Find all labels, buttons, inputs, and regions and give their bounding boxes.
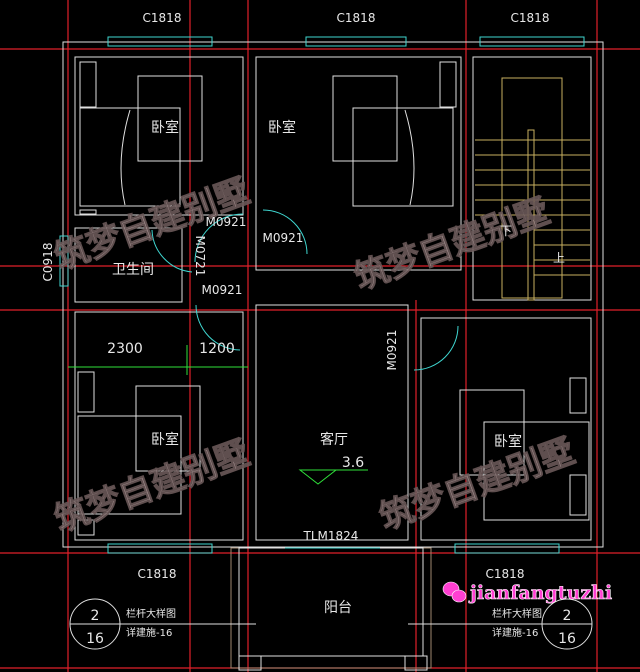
window-label: C1818 — [138, 567, 177, 581]
stair-up-label: 上 — [553, 251, 565, 265]
detail-ref-number: 2 — [91, 608, 100, 624]
watermark: 筑梦自建别墅 — [374, 431, 579, 538]
wechat-icon — [442, 581, 467, 603]
dimension-text: 1200 — [199, 341, 235, 357]
room-label: 卫生间 — [112, 262, 154, 278]
furniture-beds — [77, 61, 590, 536]
dimension-text: 2300 — [107, 341, 143, 357]
door-label: M0721 — [193, 236, 207, 277]
door-label: M0921 — [202, 283, 243, 297]
window-label: C0918 — [41, 243, 55, 282]
stair-down-label: 下 — [500, 224, 512, 238]
room-label: 阳台 — [324, 600, 352, 616]
detail-ref-sheet: 16 — [558, 631, 576, 647]
doors — [151, 209, 459, 371]
window-label: C1818 — [143, 11, 182, 25]
walls — [62, 41, 604, 671]
dimension-line — [68, 345, 368, 485]
elevation-mark: 3.6 — [342, 455, 364, 471]
window-label: C1818 — [511, 11, 550, 25]
watermark: 筑梦自建别墅 — [49, 433, 254, 540]
detail-ref-number: 2 — [563, 608, 572, 624]
door-label: TLM1824 — [303, 529, 359, 543]
detail-ref-code: 详建施-16 — [126, 626, 172, 639]
door-label: M0921 — [263, 231, 304, 245]
room-label: 客厅 — [320, 431, 348, 448]
window-label: C1818 — [337, 11, 376, 25]
detail-ref-title: 栏杆大样图 — [492, 607, 542, 620]
room-label: 卧室 — [494, 433, 522, 450]
stair — [475, 77, 590, 301]
room-label: 卧室 — [151, 119, 179, 136]
window-label: C1818 — [486, 567, 525, 581]
detail-ref-circles — [69, 598, 593, 650]
detail-ref-title: 栏杆大样图 — [126, 607, 176, 620]
detail-ref-code: 详建施-16 — [492, 626, 538, 639]
room-label: 卧室 — [151, 431, 179, 448]
windows — [59, 36, 585, 554]
door-label: M0921 — [206, 215, 247, 229]
door-label: M0921 — [385, 330, 399, 371]
logo-text: jianfangtuzhi — [468, 582, 612, 604]
room-label: 卧室 — [268, 119, 296, 136]
watermark: 筑梦自建别墅 — [349, 191, 554, 298]
detail-ref-sheet: 16 — [86, 631, 104, 647]
